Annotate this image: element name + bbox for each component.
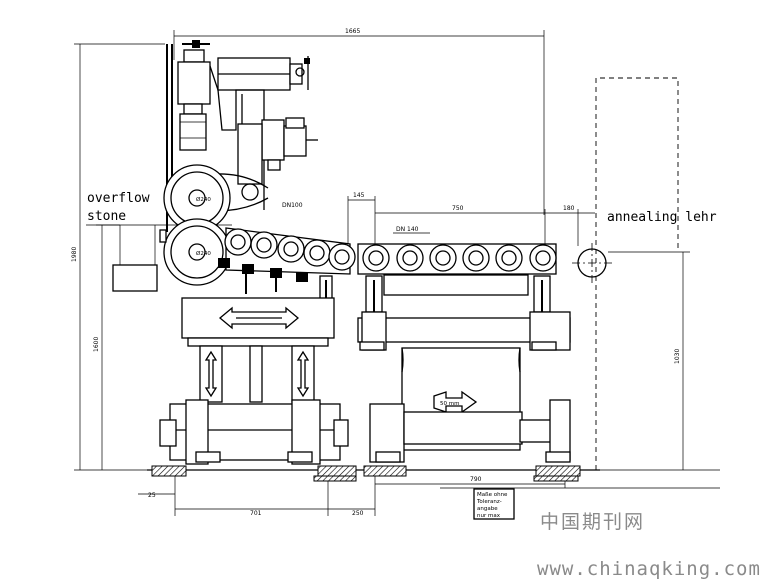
dim-1030: 1030 bbox=[674, 349, 681, 364]
dim-180: 180 bbox=[563, 205, 575, 212]
label-stone: stone bbox=[87, 209, 126, 224]
dim-1980: 1980 bbox=[71, 247, 78, 262]
dim-750: 750 bbox=[452, 205, 464, 212]
travel-label: 50 mm bbox=[440, 401, 459, 407]
dim-phi240-top: Ø240 bbox=[196, 196, 211, 203]
carriage-base bbox=[151, 399, 581, 482]
roller-conveyor-inclined bbox=[218, 227, 356, 322]
title-block-line4: nur max bbox=[477, 513, 501, 519]
lift-beam bbox=[181, 297, 571, 351]
overflow-stone-box bbox=[112, 264, 158, 292]
watermark-url: www.chinaqking.com bbox=[537, 558, 761, 579]
dim-dn100: DN100 bbox=[282, 202, 303, 209]
title-block-line3: angabe bbox=[477, 506, 498, 512]
watermark-chinese: 中国期刊网 bbox=[540, 511, 645, 533]
dim-dn140: DN 140 bbox=[396, 226, 419, 233]
support-columns bbox=[199, 345, 315, 403]
annealing-lehr-outline bbox=[572, 77, 679, 470]
dim-1600: 1600 bbox=[93, 337, 100, 352]
roller-table-horizontal bbox=[357, 243, 557, 324]
dim-phi240-bottom: Ø240 bbox=[196, 250, 211, 257]
rolling-machine-head bbox=[159, 40, 318, 286]
title-block-line2: Toleranz- bbox=[476, 499, 502, 505]
title-block-line1: Maße ohne bbox=[477, 492, 508, 498]
label-annealing-lehr: annealing lehr bbox=[607, 210, 717, 225]
dim-790: 790 bbox=[470, 476, 482, 483]
dim-145: 145 bbox=[353, 192, 365, 199]
dim-25: 25 bbox=[148, 492, 156, 499]
label-overflow: overflow bbox=[87, 191, 150, 206]
dim-250: 250 bbox=[352, 510, 364, 517]
dim-701: 701 bbox=[250, 510, 262, 517]
title-block: Maße ohne Toleranz- angabe nur max bbox=[473, 488, 515, 520]
dim-1665: 1665 bbox=[345, 28, 360, 35]
dimension-lines bbox=[74, 30, 720, 516]
